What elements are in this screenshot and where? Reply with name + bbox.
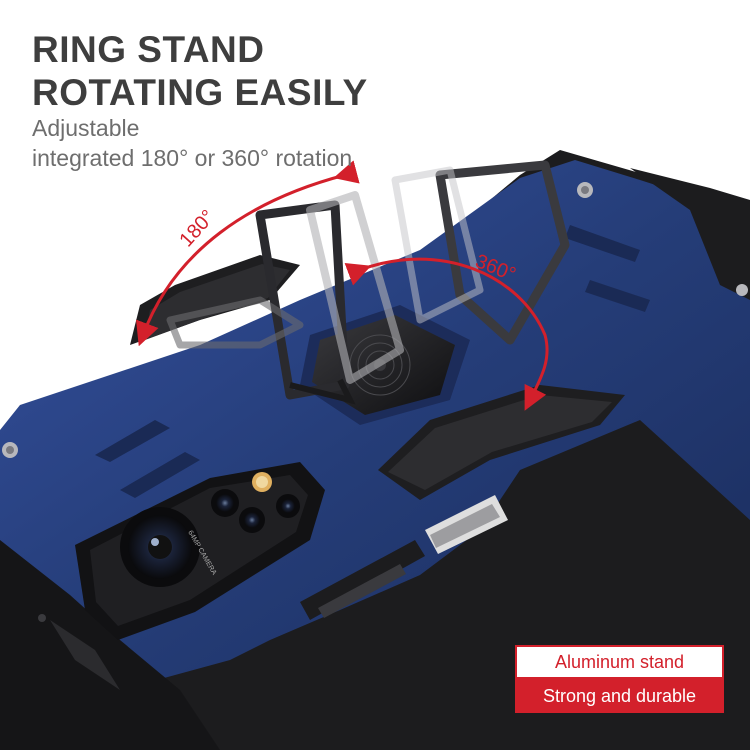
aluminum-stand-badge: Aluminum stand	[515, 645, 724, 679]
subheadline: Adjustable integrated 180° or 360° rotat…	[32, 113, 352, 173]
headline: RING STAND ROTATING EASILY	[32, 28, 368, 114]
corner-bumper	[0, 540, 220, 750]
strong-durable-badge: Strong and durable	[515, 679, 724, 713]
camera-module: 64MP CAMERA	[75, 462, 325, 640]
subheadline-line-2: integrated 180° or 360° rotation	[32, 145, 353, 171]
rotation-label-180: 180°	[175, 206, 219, 251]
headline-line-1: RING STAND	[32, 29, 265, 70]
headline-line-2: ROTATING EASILY	[32, 72, 368, 113]
subheadline-line-1: Adjustable	[32, 115, 140, 141]
volume-buttons	[300, 495, 508, 620]
